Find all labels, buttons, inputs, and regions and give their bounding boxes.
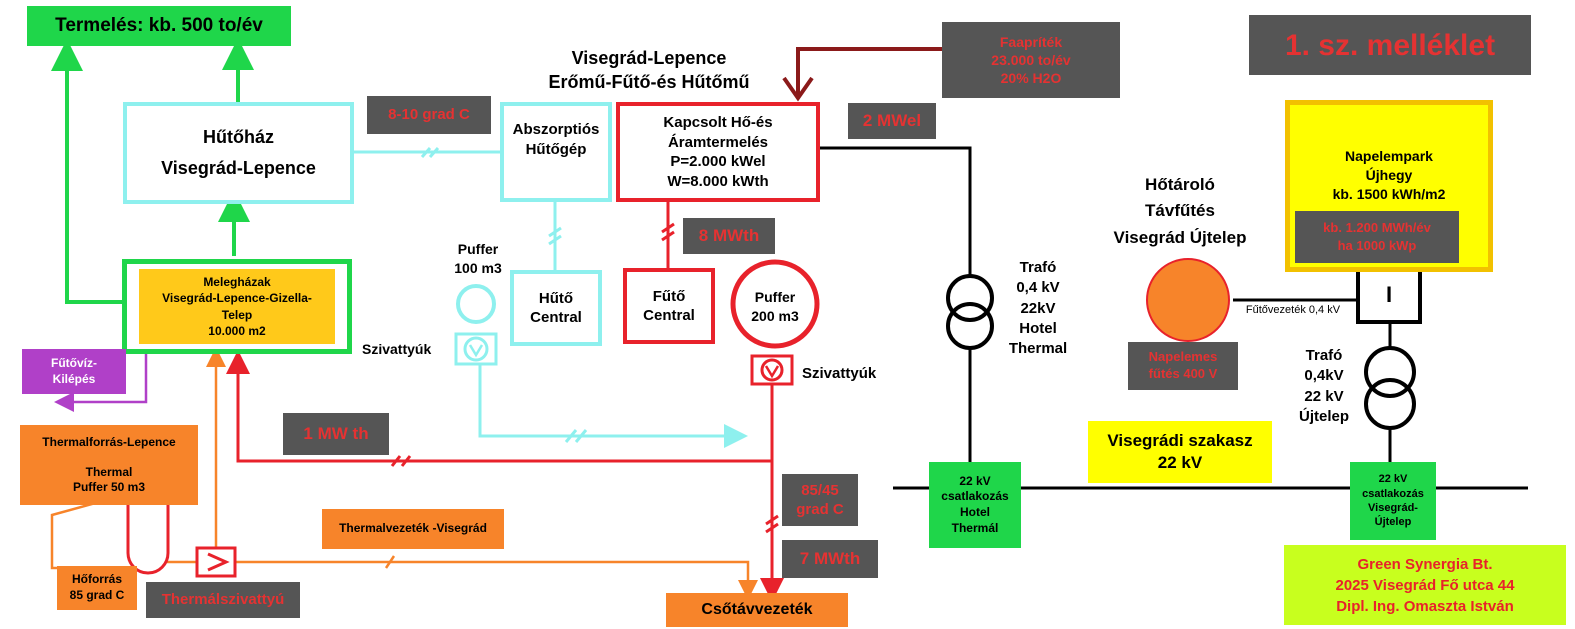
heat-storage-tank-icon (1146, 258, 1230, 342)
thermal-pipe-label: Thermalvezeték -Visegrád (322, 509, 504, 549)
power-output-label: 2 MWel (848, 103, 936, 139)
plant-title: Visegrád-Lepence Erőmű-Fűtő-és Hűtőmű (548, 48, 750, 93)
heat-central-box: Fűtő Central (623, 268, 715, 344)
solar-heating-label: Napelemes fűtés 400 V (1128, 342, 1238, 390)
connection-hotel-box: 22 kV csatlakozás Hotel Thermál (929, 462, 1021, 548)
cold-store-box: Hűtőház Visegrád-Lepence (123, 102, 354, 204)
greenhouses-box: Melegházak Visegrád-Lepence-Gizella- Tel… (122, 259, 352, 354)
production-label: Termelés: kb. 500 to/év (27, 6, 291, 46)
cooling-lines (354, 147, 748, 448)
transformer-ujtelep-icon (1364, 346, 1416, 430)
solar-yield-label: kb. 1.200 MWh/év ha 1000 kWp (1295, 211, 1459, 263)
district-pipe-label: Csőtávvezeték (666, 593, 848, 627)
heat-output-1-label: 1 MW th (283, 413, 389, 455)
cool-central-box: Hűtő Central (510, 270, 602, 346)
buffer-200-label: Puffer 200 m3 (751, 289, 799, 324)
annex-label: 1. sz. melléklet (1249, 15, 1531, 75)
heating-lines (226, 202, 784, 602)
inverter-symbol: I (1385, 282, 1393, 307)
pumps-left-label: Szivattyúk (362, 341, 432, 357)
thermal-source-label: Thermalforrás-Lepence Thermal Puffer 50 … (20, 425, 198, 505)
hot-spring-label: Hőforrás 85 grad C (57, 566, 137, 610)
transformer-hotel-icon (946, 274, 994, 350)
pump-red-icon (750, 354, 794, 386)
buffer-100-tank-icon (456, 284, 496, 324)
thermal-pump-label: Thermálszivattyú (146, 582, 300, 618)
chp-box: Kapcsolt Hő-és Áramtermelés P=2.000 kWel… (616, 102, 820, 202)
connection-ujtelep-box: 22 kV csatlakozás Visegrád- Újtelep (1350, 462, 1436, 540)
pump-cyan-icon (454, 332, 498, 366)
green-flow-lines (51, 38, 254, 304)
trafo-ujtelep-label: Trafó 0,4kV 22 kV Újtelep (1298, 347, 1349, 425)
thermal-pump-icon (195, 546, 237, 578)
company-box: Green Synergia Bt. 2025 Visegrád Fő utca… (1284, 545, 1566, 625)
heat-output-8-label: 8 MWth (683, 218, 775, 254)
heating-line-label: Fűtővezeték 0,4 kV (1245, 304, 1341, 316)
buffer-100-label: Puffer 100 m3 (454, 241, 502, 276)
segment-label: Visegrádi szakasz 22 kV (1088, 421, 1272, 483)
trafo-hotel-label: Trafó 0,4 kV 22kV Hotel Thermal (1008, 259, 1068, 357)
greenhouses-label: Melegházak Visegrád-Lepence-Gizella- Tel… (139, 269, 335, 344)
water-exit-line (54, 352, 148, 412)
water-exit-label: Fűtővíz- Kilépés (22, 349, 126, 394)
pumps-right-label: Szivattyúk (802, 365, 877, 382)
buffer-200-tank-icon (730, 259, 820, 349)
wood-chips-label: Faapríték 23.000 to/év 20% H2O (942, 22, 1120, 98)
absorption-chiller-box: Abszorptiós Hűtőgép (500, 102, 612, 202)
inverter-icon (1356, 268, 1422, 324)
solar-park-box: Napelempark Újhegy kb. 1500 kWh/m2 kb. 1… (1285, 100, 1493, 272)
temperature-label: 8-10 grad C (367, 96, 491, 134)
wood-chip-arrow (782, 47, 942, 102)
heat-storage-label: Hőtároló Távfűtés Visegrád Újtelep (1113, 175, 1247, 247)
solar-park-label: Napelempark Újhegy kb. 1500 kWh/m2 (1332, 148, 1446, 202)
heat-output-7-label: 7 MWth (782, 540, 878, 578)
temperature-85-45-label: 85/45 grad C (782, 474, 858, 526)
